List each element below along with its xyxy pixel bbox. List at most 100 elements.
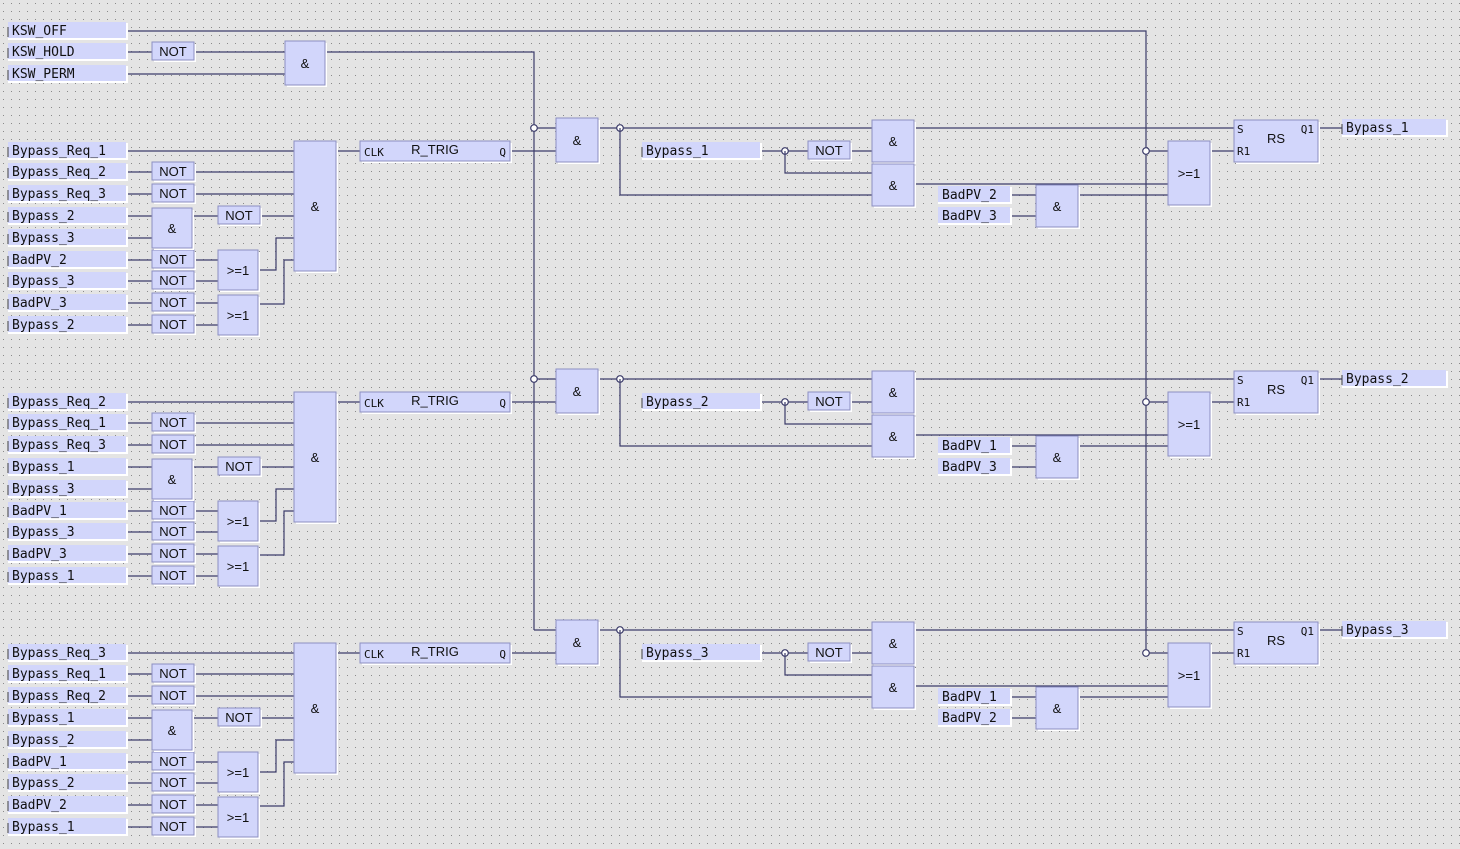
- block1-input-1-field[interactable]: [8, 142, 126, 158]
- block2-not-9-body[interactable]: [151, 565, 195, 585]
- block3-not-3[interactable]: NOT: [151, 685, 196, 706]
- block2-badpv-a[interactable]: BadPV_1: [938, 437, 1012, 455]
- block2-not-9[interactable]: NOT: [151, 565, 196, 586]
- block3-self-var-field[interactable]: [642, 644, 760, 660]
- block1-and-reset-body[interactable]: [871, 163, 915, 207]
- block1-and-set-body[interactable]: [871, 119, 915, 163]
- ksw-and-gate-body[interactable]: [284, 40, 326, 86]
- block3-input-9-field[interactable]: [8, 818, 126, 834]
- block1-or-2-body[interactable]: [217, 294, 259, 336]
- block2-and-reset[interactable]: &: [871, 414, 916, 459]
- block3-input-8[interactable]: BadPV_2: [7, 796, 128, 814]
- block2-not-3-body[interactable]: [151, 434, 195, 454]
- block1-input-9[interactable]: Bypass_2: [7, 316, 128, 334]
- block1-input-6[interactable]: BadPV_2: [7, 251, 128, 269]
- ksw-hold-not-body[interactable]: [151, 41, 195, 61]
- block3-output-field[interactable]: [1342, 621, 1446, 637]
- block3-input-5-field[interactable]: [8, 731, 126, 747]
- block2-not-3[interactable]: NOT: [151, 434, 196, 455]
- block3-and-small[interactable]: &: [151, 709, 194, 752]
- block1-input-6-field[interactable]: [8, 251, 126, 267]
- block1-and-big-body[interactable]: [293, 140, 337, 272]
- block3-not-3-body[interactable]: [151, 685, 195, 705]
- block2-input-8[interactable]: BadPV_3: [7, 545, 128, 563]
- block3-badpv-a-field[interactable]: [938, 688, 1010, 704]
- block2-or-1-body[interactable]: [217, 500, 259, 542]
- ksw-hold-not[interactable]: NOT: [151, 41, 196, 62]
- block3-input-3[interactable]: Bypass_Req_2: [7, 687, 128, 705]
- block1-not-8-body[interactable]: [151, 292, 195, 312]
- block1-self-var[interactable]: Bypass_1: [641, 142, 762, 160]
- block2-not-8[interactable]: NOT: [151, 543, 196, 564]
- block2-or-reset-body[interactable]: [1167, 391, 1211, 457]
- block3-input-6-field[interactable]: [8, 753, 126, 769]
- block1-badpv-b[interactable]: BadPV_3: [938, 207, 1012, 225]
- block1-not-2[interactable]: NOT: [151, 161, 196, 182]
- block1-input-4-field[interactable]: [8, 207, 126, 223]
- block2-or-1[interactable]: >=1: [217, 500, 260, 543]
- block3-input-6[interactable]: BadPV_1: [7, 753, 128, 771]
- block1-and-enable[interactable]: &: [555, 117, 600, 164]
- block3-and-small-body[interactable]: [151, 709, 193, 751]
- block2-input-2-field[interactable]: [8, 414, 126, 430]
- block2-and-enable[interactable]: &: [555, 368, 600, 415]
- block1-input-5[interactable]: Bypass_3: [7, 229, 128, 247]
- block2-and-set[interactable]: &: [871, 370, 916, 415]
- block3-and-enable[interactable]: &: [555, 619, 600, 666]
- block3-r-trig-body[interactable]: [359, 642, 511, 664]
- block1-input-7-field[interactable]: [8, 272, 126, 288]
- block2-badpv-b-field[interactable]: [938, 458, 1010, 474]
- block1-or-reset[interactable]: >=1: [1167, 140, 1212, 207]
- block2-input-1[interactable]: Bypass_Req_2: [7, 393, 128, 411]
- block1-not-7-body[interactable]: [151, 270, 195, 290]
- block1-and-badpv-body[interactable]: [1035, 184, 1079, 228]
- block2-and-set-body[interactable]: [871, 370, 915, 414]
- block1-input-2[interactable]: Bypass_Req_2: [7, 163, 128, 181]
- block3-or-2-body[interactable]: [217, 796, 259, 838]
- block3-and-reset-body[interactable]: [871, 665, 915, 709]
- block3-not-7-body[interactable]: [151, 772, 195, 792]
- block3-output[interactable]: Bypass_3: [1341, 621, 1448, 639]
- ksw-input-3-field[interactable]: [8, 65, 126, 81]
- block2-not-6[interactable]: NOT: [151, 500, 196, 521]
- block1-and-small-body[interactable]: [151, 207, 193, 249]
- block3-or-1-body[interactable]: [217, 751, 259, 793]
- block3-not-6[interactable]: NOT: [151, 751, 196, 772]
- block1-self-var-field[interactable]: [642, 142, 760, 158]
- block2-or-2[interactable]: >=1: [217, 545, 260, 588]
- block3-input-2-field[interactable]: [8, 665, 126, 681]
- block1-not-3[interactable]: NOT: [151, 183, 196, 204]
- block1-not-6[interactable]: NOT: [151, 249, 196, 270]
- block3-input-5[interactable]: Bypass_2: [7, 731, 128, 749]
- block1-not-3-body[interactable]: [151, 183, 195, 203]
- block1-input-3[interactable]: Bypass_Req_3: [7, 185, 128, 203]
- block3-and-set-body[interactable]: [871, 621, 915, 665]
- block1-not-and-body[interactable]: [217, 205, 261, 225]
- block2-input-5[interactable]: Bypass_3: [7, 480, 128, 498]
- block3-input-4-field[interactable]: [8, 709, 126, 725]
- block2-input-6[interactable]: BadPV_1: [7, 502, 128, 520]
- block1-or-1[interactable]: >=1: [217, 249, 260, 292]
- ksw-and-gate[interactable]: &: [284, 40, 327, 87]
- block1-not-9[interactable]: NOT: [151, 314, 196, 335]
- block2-not-and-body[interactable]: [217, 456, 261, 476]
- block2-input-8-field[interactable]: [8, 545, 126, 561]
- block3-badpv-b-field[interactable]: [938, 709, 1010, 725]
- block2-not-and[interactable]: NOT: [217, 456, 262, 477]
- block3-and-badpv-body[interactable]: [1035, 686, 1079, 730]
- block3-input-7[interactable]: Bypass_2: [7, 774, 128, 792]
- block3-rs-body[interactable]: [1233, 621, 1319, 665]
- block1-and-reset[interactable]: &: [871, 163, 916, 208]
- block2-or-reset[interactable]: >=1: [1167, 391, 1212, 458]
- block1-and-badpv[interactable]: &: [1035, 184, 1080, 229]
- ksw-input-2-field[interactable]: [8, 43, 126, 59]
- block2-self-not[interactable]: NOT: [807, 391, 852, 412]
- block1-self-not-body[interactable]: [807, 140, 851, 160]
- block2-input-9-field[interactable]: [8, 567, 126, 583]
- block2-and-enable-body[interactable]: [555, 368, 599, 414]
